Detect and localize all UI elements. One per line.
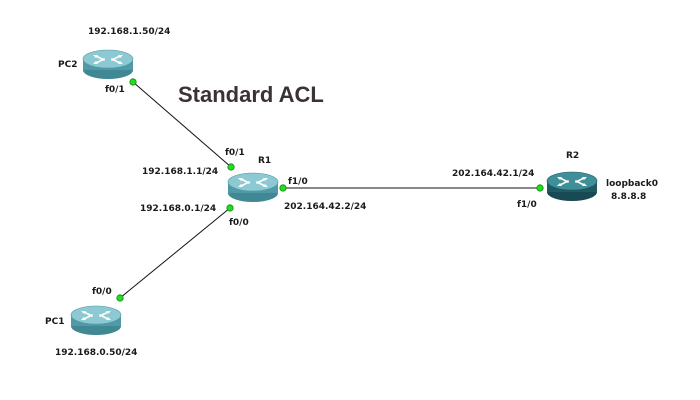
r1-port-to-pc2-label: f0/1	[225, 148, 245, 158]
pc1-port-dot	[116, 294, 124, 302]
r1-port-dot-pc2	[227, 163, 235, 171]
pc2-name-label: PC2	[58, 60, 77, 70]
link-pc1-r1	[119, 207, 231, 299]
pc1-ip-label: 192.168.0.50/24	[55, 348, 137, 358]
router-icon	[82, 49, 134, 80]
r1-ip-to-pc1-label: 192.168.0.1/24	[140, 204, 216, 214]
pc2-ip-label: 192.168.1.50/24	[88, 27, 170, 37]
r2-port-dot	[536, 184, 544, 192]
r1-port-dot-pc1	[226, 204, 234, 212]
r1-ip-to-r2-label: 202.164.42.2/24	[284, 202, 366, 212]
pc1-port-label: f0/0	[92, 287, 112, 297]
pc1-device[interactable]	[70, 305, 122, 336]
r1-port-dot-r2	[279, 184, 287, 192]
diagram-title: Standard ACL	[178, 82, 324, 107]
r1-port-to-pc1-label: f0/0	[229, 218, 249, 228]
r1-name-label: R1	[258, 156, 271, 166]
r2-ip-label: 202.164.42.1/24	[452, 169, 534, 179]
pc2-port-label: f0/1	[105, 85, 125, 95]
router-icon	[70, 305, 122, 336]
router-icon	[546, 171, 598, 202]
pc2-port-dot	[129, 78, 137, 86]
r2-port-label: f1/0	[517, 200, 537, 210]
r1-device[interactable]	[227, 172, 279, 203]
r2-loopback-label: loopback0	[606, 179, 658, 189]
link-pc2-r1	[132, 81, 232, 168]
r1-ip-to-pc2-label: 192.168.1.1/24	[142, 167, 218, 177]
r2-device[interactable]	[546, 171, 598, 202]
r2-loopback-ip-label: 8.8.8.8	[611, 192, 646, 202]
pc1-name-label: PC1	[45, 317, 64, 327]
pc2-device[interactable]	[82, 49, 134, 80]
r1-port-to-r2-label: f1/0	[288, 177, 308, 187]
router-icon	[227, 172, 279, 203]
r2-name-label: R2	[566, 151, 579, 161]
